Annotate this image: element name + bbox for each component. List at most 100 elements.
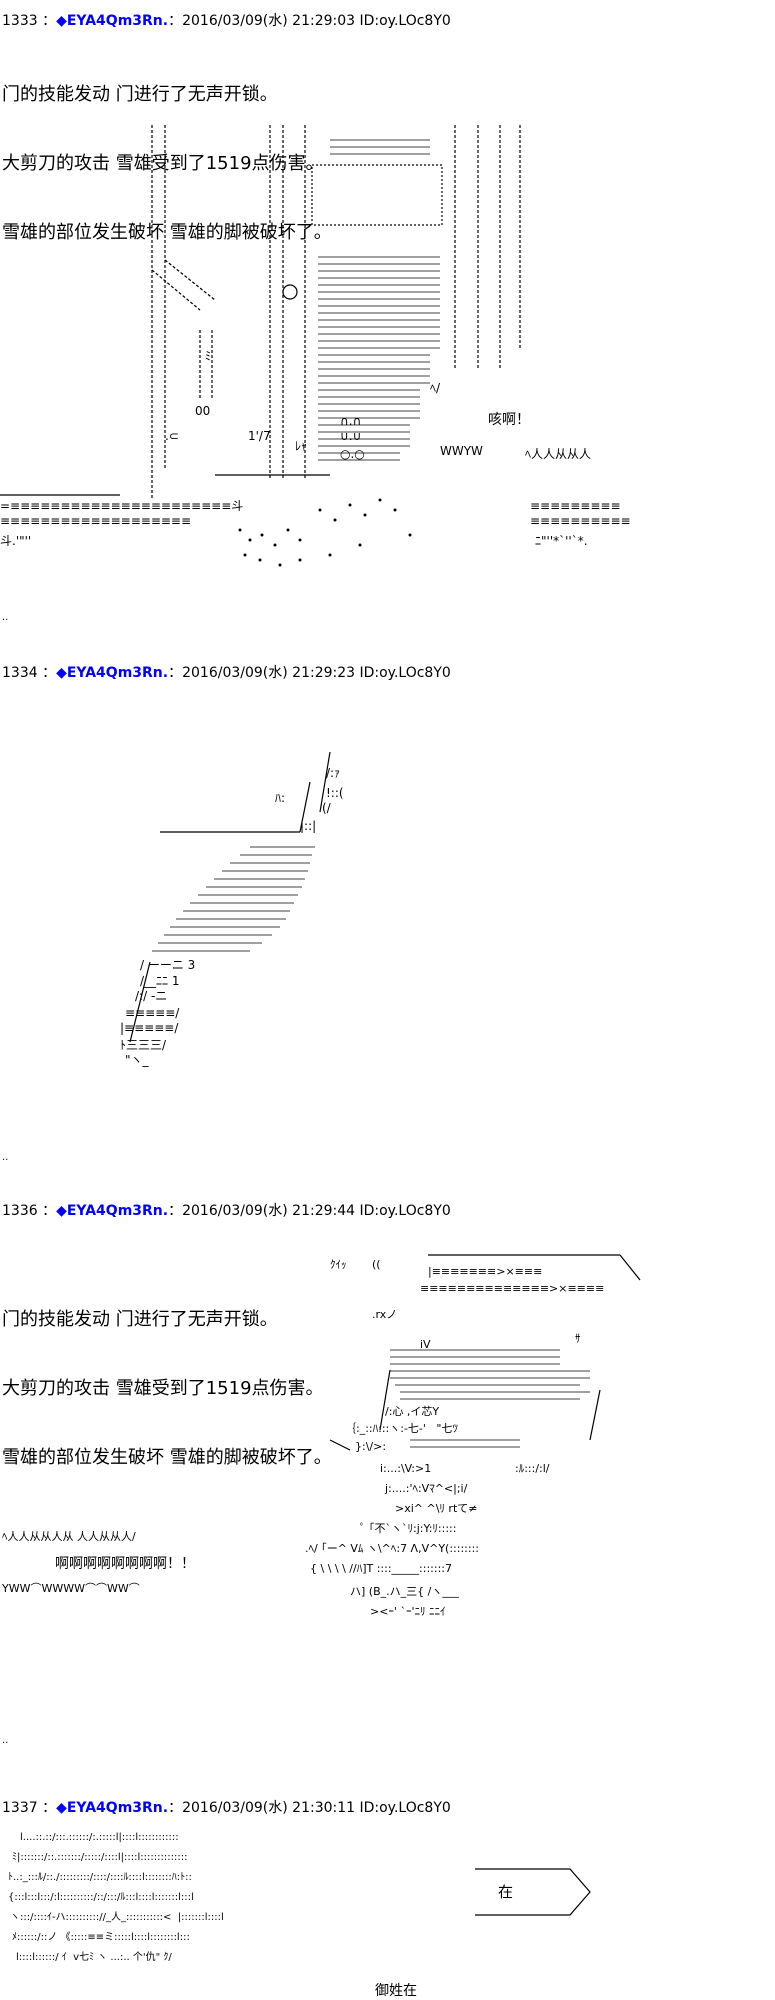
art-glyph: "ヽ_ bbox=[125, 1053, 150, 1067]
art-glyph: ｻ bbox=[575, 1332, 581, 1345]
art-glyph: i:...:\V:>1 bbox=[380, 1462, 431, 1475]
poster-name-link[interactable]: ◆EYA4Qm3Rn. bbox=[56, 1203, 169, 1219]
art-glyph: /__ﾆﾆ 1 bbox=[140, 974, 180, 988]
post-number: 1336 bbox=[2, 1203, 38, 1219]
art-glyph: / ーーニ 3 bbox=[140, 958, 195, 972]
art-glyph: |::| bbox=[300, 819, 316, 833]
post-number: 1334 bbox=[2, 665, 38, 681]
story-line: 门的技能发动 门进行了无声开锁。 bbox=[2, 84, 278, 105]
art-glyph: ﾐ bbox=[205, 349, 211, 363]
ascii-art-fallen-leg: /:ｧ !::( (/ ﾊ: |::| / ーーニ 3 /__ﾆﾆ 1 /:/ … bbox=[120, 751, 344, 1067]
art-glyph: j:....:'ﾍ:Vﾏ^<|;i/ bbox=[384, 1482, 468, 1495]
ascii-art-door-reaction: ｸｲｯ (( |≡≡≡≡≡≡≡>×≡≡≡ ≡≡≡≡≡≡≡≡≡≡≡≡≡≡>×≡≡≡… bbox=[1, 1254, 641, 1618]
art-glyph: /:心 ,イ芯Y bbox=[385, 1404, 439, 1418]
art-hatching bbox=[318, 139, 440, 461]
art-glyph: ﾆ"''*`''`*. bbox=[535, 534, 588, 548]
art-glyph: ヽ:::/::::ｲ-ハ:::::::::://_人_:::::::::::< … bbox=[10, 1911, 224, 1923]
art-glyph: ﾐ|:::::::/::.:::::::/:::::/::::l|::::l::… bbox=[12, 1852, 187, 1863]
art-glyph: |≡≡≡≡≡/ bbox=[120, 1021, 179, 1035]
post-header: 1337 ：◆EYA4Qm3Rn.：2016/03/09(水) 21:30:11… bbox=[2, 1800, 451, 1816]
story-line: 门的技能发动 门进行了无声开锁。 bbox=[2, 1309, 278, 1330]
art-glyph: >xi^ ^\ﾘ rtて≠ bbox=[395, 1502, 477, 1515]
art-lines bbox=[129, 751, 331, 1043]
art-glyph: ≡≡≡≡≡≡≡≡≡≡≡≡≡≡≡≡≡≡≡ bbox=[0, 514, 191, 528]
art-glyph: ∪.∪ bbox=[340, 429, 361, 443]
post-number: 1333 bbox=[2, 13, 38, 29]
art-glyph: ≡≡≡≡≡≡≡≡≡≡ bbox=[530, 514, 631, 528]
sign-text: 在 bbox=[498, 1883, 513, 1901]
story-line: 大剪刀的攻击 雪雄受到了1519点伤害。 bbox=[2, 1378, 324, 1399]
art-glyph: !::( bbox=[326, 786, 344, 800]
art-glyph: ﾍ/ bbox=[430, 381, 441, 395]
ascii-art-door-attack: ﾍ 00 .⊂ ﾐ 1'/7 ﾚｬ ∩.∩ ∪.∪ ○.○ =≡≡≡≡≡≡≡≡≡… bbox=[0, 125, 631, 567]
art-glyph: ﾟ ｢不`ヽ`ﾘ:j:Y:ﾘ::::: bbox=[360, 1522, 456, 1535]
art-lines bbox=[0, 125, 521, 500]
art-glyph: 斗.'"'' bbox=[0, 534, 31, 548]
sfx-text: 啊啊啊啊啊啊啊啊！！ bbox=[55, 1556, 195, 1572]
post-meta: ：2016/03/09(水) 21:29:23 ID:oy.LOc8Y0 bbox=[168, 665, 451, 681]
post-1334: 1334 ：◆EYA4Qm3Rn.：2016/03/09(水) 21:29:23… bbox=[0, 662, 775, 1182]
art-glyph: ﾒ::::::/::ノ 《:::::≡≡ミ:::::l::::l::::::::… bbox=[12, 1931, 190, 1943]
art-glyph: l....::.::/:::.::::::/:.:::::l|::::l::::… bbox=[20, 1832, 179, 1843]
story-text: 门的技能发动 门进行了无声开锁。 大剪刀的攻击 雪雄受到了1519点伤害。 雪雄… bbox=[2, 37, 332, 290]
art-glyph: 1'/7 bbox=[248, 429, 271, 443]
poster-name-link[interactable]: ◆EYA4Qm3Rn. bbox=[56, 665, 169, 681]
art-glyph: ≡≡≡≡≡≡≡≡≡ bbox=[530, 499, 621, 513]
story-line: 雪雄的部位发生破坏 雪雄的脚被破坏了。 bbox=[2, 1447, 332, 1468]
sfx-text: 咳啊！ bbox=[488, 412, 530, 428]
art-glyph: ﾊ: bbox=[275, 791, 285, 805]
separator-dot: .. bbox=[2, 612, 9, 623]
art-glyph: ≡≡≡≡≡≡≡≡≡≡≡≡≡≡>×≡≡≡≡ bbox=[420, 1282, 604, 1295]
art-glyph: ﾍ人人从从人 bbox=[525, 447, 591, 461]
story-line: 大剪刀的攻击 雪雄受到了1519点伤害。 bbox=[2, 153, 324, 174]
art-glyph: YWW⌒WWWW⌒⌒WW⌒ bbox=[1, 1582, 140, 1595]
art-glyph: .ﾍ/ ｢ー^ Vﾑ ヽ\^ﾍ:7 Λ,V^Y(:::::::: bbox=[305, 1542, 479, 1555]
art-glyph: ﾍ人人从从人从 人人从从人/ bbox=[2, 1530, 136, 1543]
art-glyph: =≡≡≡≡≡≡≡≡≡≡≡≡≡≡≡≡≡≡≡≡≡≡斗 bbox=[0, 499, 243, 513]
post-header: 1333 ：◆EYA4Qm3Rn.：2016/03/09(水) 21:29:03… bbox=[2, 13, 451, 29]
art-glyph: ﾚｬ bbox=[295, 439, 307, 453]
post-1337: 1337 ：◆EYA4Qm3Rn.：2016/03/09(水) 21:30:11… bbox=[0, 1797, 775, 2000]
art-glyph: .⊂ bbox=[165, 429, 179, 443]
art-glyph: ﾍ bbox=[130, 219, 136, 233]
art-glyphs: l....::.::/:::.::::::/:.:::::l|::::l::::… bbox=[8, 1832, 224, 1963]
art-glyphs: /:ｧ !::( (/ ﾊ: |::| / ーーニ 3 /__ﾆﾆ 1 /:/ … bbox=[120, 766, 344, 1067]
art-glyph: |≡≡≡≡≡≡≡>×≡≡≡ bbox=[428, 1265, 542, 1278]
story-line: 雪雄的部位发生破坏 雪雄的脚被破坏了。 bbox=[2, 222, 332, 243]
art-glyphs: ﾍ 00 .⊂ ﾐ 1'/7 ﾚｬ ∩.∩ ∪.∪ ○.○ =≡≡≡≡≡≡≡≡≡… bbox=[0, 219, 631, 548]
art-glyph: l::::l::::::/ ｲ v七ﾐ ヽ ...:.. 个'仇" ｸ/ bbox=[16, 1950, 172, 1963]
story-text: 门的技能发动 门进行了无声开锁。 大剪刀的攻击 雪雄受到了1519点伤害。 雪雄… bbox=[2, 1262, 332, 1515]
poster-name-link[interactable]: ◆EYA4Qm3Rn. bbox=[56, 1800, 169, 1816]
art-glyph: ><ｰ' `ｰ'ﾆﾘ ﾆﾆｲ bbox=[370, 1605, 445, 1618]
post-header: 1334 ：◆EYA4Qm3Rn.：2016/03/09(水) 21:29:23… bbox=[2, 665, 451, 681]
art-hatching bbox=[152, 846, 315, 952]
post-1336: 1336 ：◆EYA4Qm3Rn.：2016/03/09(水) 21:29:44… bbox=[0, 1200, 775, 1760]
art-glyph: /:/ -ニ bbox=[135, 989, 167, 1003]
art-debris bbox=[238, 498, 412, 567]
post-header: 1336 ：◆EYA4Qm3Rn.：2016/03/09(水) 21:29:44… bbox=[2, 1203, 451, 1219]
art-glyphs: ｸｲｯ (( |≡≡≡≡≡≡≡>×≡≡≡ ≡≡≡≡≡≡≡≡≡≡≡≡≡≡>×≡≡≡… bbox=[1, 1258, 604, 1618]
art-glyph: (/ bbox=[322, 801, 332, 815]
art-glyph: ○.○ bbox=[340, 447, 365, 461]
art-glyph: ﾄ三三三/ bbox=[120, 1038, 167, 1052]
ascii-art-character: l....::.::/:::.::::::/:.:::::l|::::l::::… bbox=[8, 1832, 591, 1999]
art-glyph: 00 bbox=[195, 404, 210, 418]
post-meta: ：2016/03/09(水) 21:29:03 ID:oy.LOc8Y0 bbox=[168, 13, 451, 29]
art-glyph: iV bbox=[420, 1338, 431, 1351]
poster-name-link[interactable]: ◆EYA4Qm3Rn. bbox=[56, 13, 169, 29]
post-1333: 1333 ：◆EYA4Qm3Rn.：2016/03/09(水) 21:29:03… bbox=[0, 0, 775, 623]
sign-box bbox=[475, 1868, 591, 1916]
post-meta: ：2016/03/09(水) 21:29:44 ID:oy.LOc8Y0 bbox=[168, 1203, 451, 1219]
art-glyph: WWYW bbox=[440, 444, 483, 458]
art-glyph: (( bbox=[372, 1258, 381, 1271]
art-glyph: ｸｲｯ bbox=[330, 1258, 347, 1271]
art-hatching bbox=[390, 1349, 590, 1448]
art-glyph: {:::l:::l:::/:l::::::::::/::/:::/ﾙ:::l::… bbox=[8, 1892, 194, 1903]
separator-dot: .. bbox=[2, 1735, 9, 1746]
art-glyph: ≡≡≡≡≡/ bbox=[125, 1006, 180, 1020]
art-glyph: ﾄ..:_:::ﾙ/::./:::::::::/::::/::::ﾙ::::l:… bbox=[8, 1872, 192, 1883]
art-lines bbox=[329, 1254, 641, 1451]
art-glyph: ∩.∩ bbox=[340, 414, 361, 428]
separator-dot: .. bbox=[2, 1152, 9, 1163]
art-glyph: :ﾙ:::/:l/ bbox=[515, 1462, 550, 1475]
